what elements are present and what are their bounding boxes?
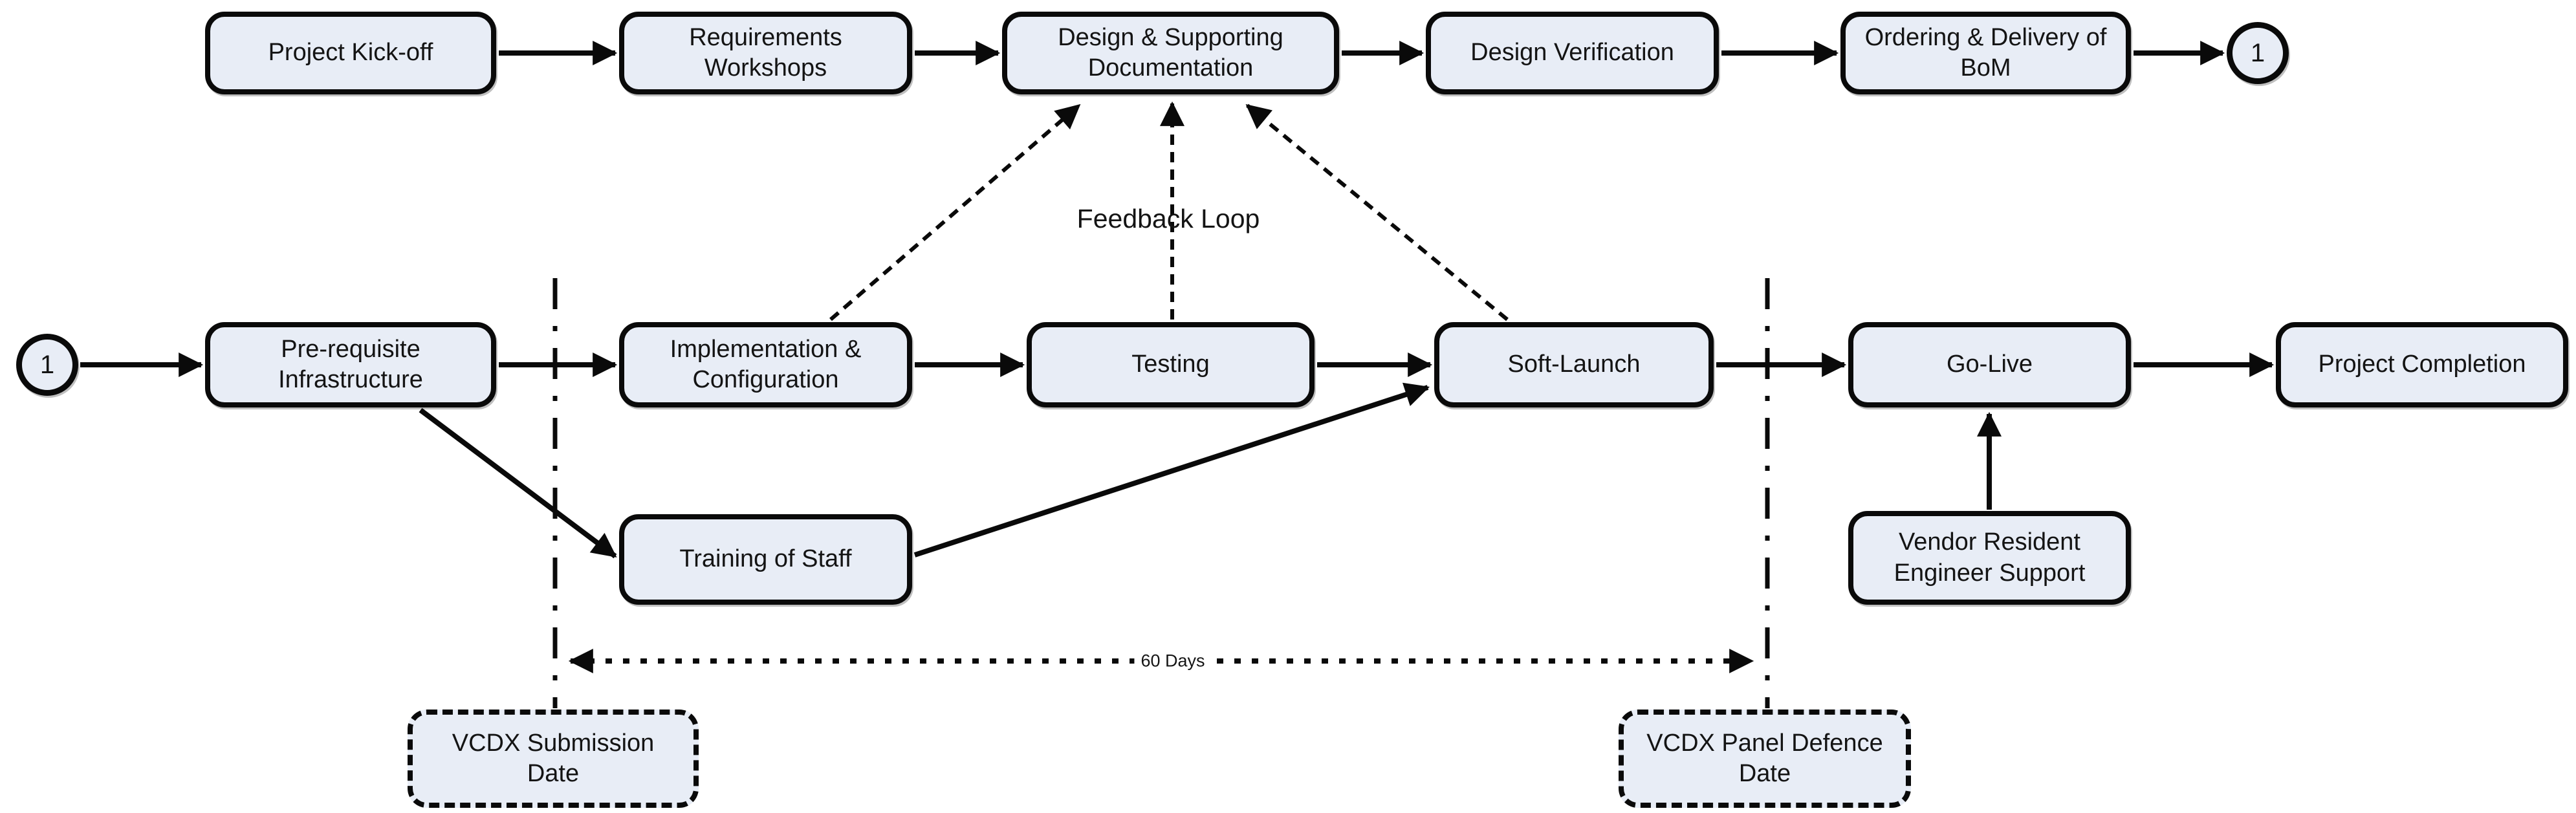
node-project-kickoff: Project Kick-off <box>205 12 496 94</box>
node-design-verification: Design Verification <box>1426 12 1719 94</box>
feedback-arrow-from-softlaunch <box>1245 103 1509 321</box>
feedback-loop-label: Feedback Loop <box>1076 204 1260 233</box>
page-connector-top: 1 <box>2227 22 2289 84</box>
node-soft-launch: Soft-Launch <box>1434 322 1714 407</box>
duration-label: 60 Days <box>1134 651 1212 671</box>
node-vcdx-submission-date: VCDX Submission Date <box>408 710 699 808</box>
node-training-of-staff: Training of Staff <box>619 514 912 605</box>
node-implementation-configuration: Implementation & Configuration <box>619 322 912 407</box>
node-ordering-bom: Ordering & Delivery of BoM <box>1840 12 2131 94</box>
node-vendor-resident-engineer-support: Vendor Resident Engineer Support <box>1848 511 2131 605</box>
node-go-live: Go-Live <box>1848 322 2131 407</box>
node-testing: Testing <box>1027 322 1315 407</box>
arrow-training-to-softlaunch <box>913 382 1430 558</box>
arrow-prerequisite-to-training <box>419 407 617 559</box>
node-requirements-workshops: Requirements Workshops <box>619 12 912 94</box>
feedback-arrow-from-implementation <box>829 103 1081 321</box>
node-project-completion: Project Completion <box>2276 322 2568 407</box>
node-vcdx-panel-defence-date: VCDX Panel Defence Date <box>1619 710 1911 808</box>
node-design-documentation: Design & Supporting Documentation <box>1002 12 1339 94</box>
page-connector-left: 1 <box>16 334 78 396</box>
node-prerequisite-infrastructure: Pre-requisite Infrastructure <box>205 322 496 407</box>
